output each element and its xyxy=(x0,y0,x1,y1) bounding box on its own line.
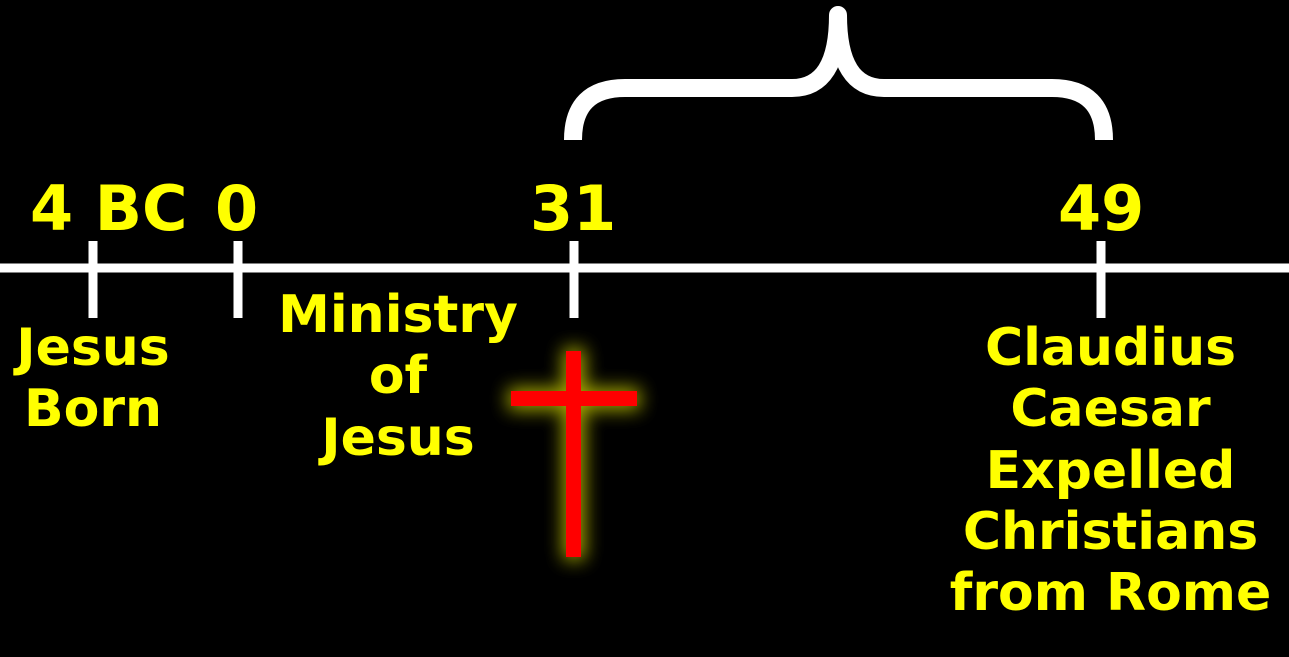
event-ministry-line: Ministry xyxy=(278,285,518,345)
event-claudius-line: Expelled xyxy=(985,440,1236,501)
event-ministry-line: Jesus xyxy=(321,407,475,468)
event-jesus-born-line: Jesus xyxy=(16,318,170,378)
event-jesus-born: Jesus Born xyxy=(0,318,186,441)
event-claudius-caesar: Claudius Caesar Expelled Christians from… xyxy=(932,318,1289,625)
event-claudius-line: Claudius xyxy=(984,318,1237,378)
event-ministry-of-jesus: Ministry of Jesus xyxy=(262,285,534,469)
year-label-0: 0 xyxy=(215,172,259,245)
event-claudius-line: Caesar xyxy=(1010,379,1211,440)
year-label-31: 31 xyxy=(530,172,617,245)
event-claudius-line: Christians xyxy=(962,502,1259,563)
year-label-4bc: 4 BC xyxy=(30,172,188,245)
event-ministry-line: of xyxy=(368,346,428,407)
cross-icon xyxy=(508,348,640,560)
event-jesus-born-line: Born xyxy=(23,379,163,440)
year-label-49: 49 xyxy=(1058,172,1145,245)
curly-brace xyxy=(564,6,1113,141)
event-claudius-line: from Rome xyxy=(949,563,1272,624)
